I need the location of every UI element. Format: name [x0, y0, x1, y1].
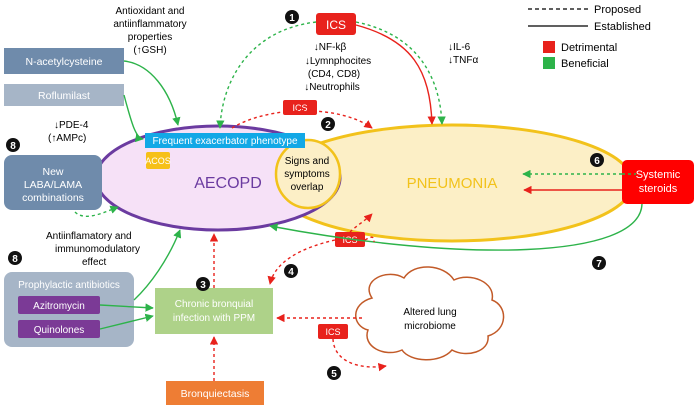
legend-detrimental-swatch	[543, 41, 555, 53]
arrow-ics-lower-stub	[364, 236, 375, 243]
microbiome-cloud	[355, 266, 505, 361]
legend: Proposed Established Detrimental Benefic…	[528, 4, 651, 70]
arrow-quino-to-chronic	[99, 313, 154, 330]
frequent-exacerbator-box	[145, 133, 305, 148]
legend-detrimental-label: Detrimental	[561, 42, 617, 54]
ampc-label: (↑AMPc)	[48, 133, 86, 144]
arrow-ics-to-pneumonia-proposed	[349, 213, 373, 233]
legend-beneficial-swatch	[543, 57, 555, 69]
svg-text:5: 5	[331, 369, 337, 380]
signs-line1: Signs and	[285, 156, 329, 167]
chronic-line1: Chronic bronquial	[175, 299, 253, 310]
arrow-ics-to-pneumonia-benefit	[355, 21, 446, 125]
quinolones-label: Quinolones	[34, 325, 85, 336]
legend-beneficial-label: Beneficial	[561, 58, 609, 70]
badge-8-bottom: 8	[8, 251, 22, 265]
lymph-label: ↓Lymnphocites	[305, 56, 371, 67]
frequent-exacerbator-label: Frequent exacerbator phenotype	[152, 136, 298, 147]
ics-bottom-box	[318, 324, 348, 339]
svg-text:1: 1	[289, 13, 295, 24]
badge-6: 6	[590, 153, 604, 167]
badge-5: 5	[327, 366, 341, 380]
microbiome-line1: Altered lung	[403, 307, 456, 318]
svg-text:4: 4	[288, 267, 294, 278]
neutro-label: ↓Neutrophils	[304, 82, 360, 93]
azitromycin-box	[18, 296, 100, 314]
ics-lower-label: ICS	[342, 235, 357, 245]
pde4-label: ↓PDE-4	[54, 120, 89, 131]
aecopd-label: AECOPD	[194, 175, 262, 192]
svg-text:6: 6	[594, 156, 600, 167]
svg-text:3: 3	[200, 280, 206, 291]
bronquiectasis-box	[166, 381, 264, 405]
ics-mid-label: ICS	[292, 103, 307, 113]
laba-line2: LABA/LAMA	[24, 179, 82, 191]
nac-box	[4, 48, 124, 74]
systemic-line2: steroids	[639, 183, 678, 195]
pneumonia-label: PNEUMONIA	[407, 175, 498, 192]
signs-line3: overlap	[291, 182, 324, 193]
antiinf-line3: effect	[82, 257, 106, 268]
svg-text:8: 8	[10, 141, 16, 152]
il6-label: ↓IL-6	[448, 42, 471, 53]
legend-established-label: Established	[594, 21, 651, 33]
badge-8-top: 8	[6, 138, 20, 152]
arrow-ics-to-microbiome	[332, 338, 387, 372]
nfkb-label: ↓NF-kβ	[314, 42, 347, 53]
svg-text:2: 2	[325, 120, 331, 131]
arrow-azitro-to-chronic	[99, 303, 154, 312]
arrow-ics-to-aecopd	[216, 21, 317, 129]
signs-line2: symptoms	[284, 169, 330, 180]
arrow-ics-to-chronic	[267, 239, 336, 285]
laba-line3: combinations	[22, 192, 84, 204]
laba-lama-box	[4, 155, 102, 210]
cd-label: (CD4, CD8)	[308, 69, 360, 80]
chronic-line2: infection with PPM	[173, 313, 255, 324]
antiinf-line1: Antiinflamatory and	[46, 231, 132, 242]
ics-bottom-label: ICS	[325, 327, 340, 337]
prophylactic-label: Prophylactic antibiotics	[18, 280, 120, 291]
badge-7: 7	[592, 256, 606, 270]
arrow-ics-to-pneumonia-harm	[355, 24, 436, 125]
badge-3: 3	[196, 277, 210, 291]
svg-text:8: 8	[12, 254, 18, 265]
badge-1: 1	[285, 10, 299, 24]
arrow-steroids-to-aecopd	[269, 203, 643, 251]
acos-label: ACOS	[145, 156, 171, 166]
azitromycin-label: Azitromycin	[33, 301, 85, 312]
svg-text:7: 7	[596, 259, 602, 270]
arrow-prophylactic-to-aecopd	[133, 229, 182, 301]
microbiome-line2: microbiome	[404, 321, 456, 332]
antiinf-line2: immunomodulatory	[55, 244, 140, 255]
antioxidant-line3: properties	[128, 32, 172, 43]
arrow-nac-to-aecopd	[123, 60, 181, 126]
overlap-ellipse	[274, 138, 342, 210]
arrow-roflumilast-to-phenotype	[123, 94, 144, 143]
bronquiectasis-label: Bronquiectasis	[181, 388, 250, 400]
systemic-steroids-box	[622, 160, 694, 204]
laba-line1: New	[42, 166, 63, 178]
nac-label: N-acetylcysteine	[25, 56, 102, 68]
legend-proposed-label: Proposed	[594, 4, 641, 16]
quinolones-box	[18, 320, 100, 338]
tnf-label: ↓TNFα	[448, 55, 478, 66]
antioxidant-line1: Antioxidant and	[116, 6, 185, 17]
chronic-infection-box	[155, 288, 273, 334]
ics-top-label: ICS	[326, 18, 346, 32]
antioxidant-line4: (↑GSH)	[133, 45, 166, 56]
ics-top-box	[316, 13, 356, 35]
antioxidant-line2: antiinflammatory	[113, 19, 186, 30]
badge-2: 2	[321, 117, 335, 131]
roflumilast-label: Roflumilast	[38, 90, 90, 102]
roflumilast-box	[4, 84, 124, 106]
acos-box	[146, 152, 170, 169]
systemic-line1: Systemic	[636, 169, 681, 181]
badge-4: 4	[284, 264, 298, 278]
